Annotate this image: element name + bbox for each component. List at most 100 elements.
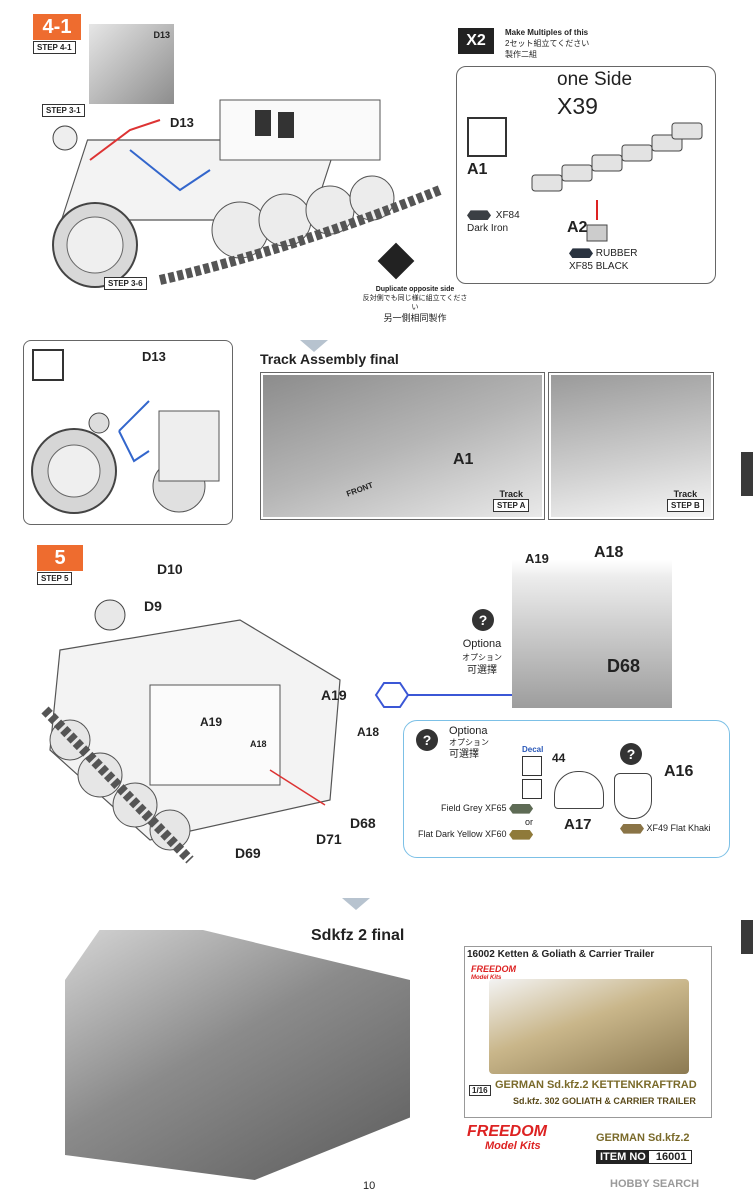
part-label-a18: A18 bbox=[357, 725, 380, 739]
option-hex-connector bbox=[374, 682, 518, 708]
kettenkrad-assembly-drawing bbox=[52, 99, 442, 288]
track-photo-b bbox=[551, 375, 711, 517]
field-grey-label: Field Grey bbox=[441, 803, 483, 813]
part-label-d10: D10 bbox=[157, 561, 183, 577]
track-b-tag: Track STEP B bbox=[667, 489, 704, 512]
footer-item-box: ITEM NO 16001 bbox=[596, 1150, 692, 1164]
part-label-d68: D68 bbox=[350, 815, 376, 831]
page-number: 10 bbox=[363, 1180, 376, 1192]
xf84-code: XF84 bbox=[495, 210, 520, 221]
field-grey-swatch bbox=[509, 803, 534, 814]
rubber-black-paint: RUBBER XF85 BLACK bbox=[569, 247, 637, 273]
ad-brand-name: FREEDOM bbox=[471, 964, 516, 974]
duplicate-line-en: Duplicate opposite side bbox=[375, 286, 455, 293]
part-label-d13-inset: D13 bbox=[142, 349, 166, 364]
product-ad[interactable]: 16002 Ketten & Goliath & Carrier Trailer… bbox=[464, 946, 712, 1118]
ad-line-a2: Sd.kfz.2 bbox=[546, 1079, 589, 1091]
footer-product: GERMAN Sd.kfz.2 bbox=[596, 1132, 690, 1144]
dark-iron-paint: XF84 Dark Iron bbox=[467, 209, 520, 235]
inset-d13-drawing bbox=[31, 400, 220, 514]
field-grey-paint: Field Grey XF65 bbox=[441, 803, 534, 814]
part-label-a18-opt: A18 bbox=[594, 544, 624, 561]
rubber-label: RUBBER bbox=[595, 248, 638, 259]
flat-khaki-paint: XF49 Flat Khaki bbox=[620, 823, 711, 834]
optional-label-top: Optiona オプション 可選擇 bbox=[452, 638, 512, 677]
part-label-a18-b: A18 bbox=[250, 739, 267, 749]
xf85-code: XF85 bbox=[569, 261, 593, 272]
decal-icon bbox=[522, 756, 542, 776]
step-4-1-badge: 4-1 bbox=[33, 14, 81, 40]
side-tab-upper bbox=[741, 452, 753, 496]
optional-detail-photo bbox=[512, 560, 672, 708]
goggles-drawing bbox=[614, 773, 652, 819]
part-label-a19-opt: A19 bbox=[525, 551, 549, 566]
ad-scale: 1/16 bbox=[469, 1085, 491, 1096]
optional-en-top: Optiona bbox=[462, 638, 502, 650]
footer-brand-name: FREEDOM bbox=[467, 1123, 547, 1140]
step-5-sub-label: STEP 5 bbox=[37, 572, 73, 585]
track-b-label: Track bbox=[673, 489, 698, 499]
optional-cn-top: 可選擇 bbox=[467, 665, 497, 676]
ad-line-a1: GERMAN bbox=[495, 1079, 544, 1091]
track-panel-b: Track STEP B bbox=[548, 372, 714, 520]
optional-cn-box: 可選擇 bbox=[449, 749, 479, 760]
paint-icon bbox=[522, 779, 542, 799]
no-glue-icon-inset bbox=[32, 349, 64, 381]
dark-yellow-label: Flat Dark Yellow bbox=[418, 829, 483, 839]
track-panel-a: A1 FRONT Track STEP A bbox=[260, 372, 545, 520]
down-arrow-2 bbox=[342, 898, 370, 910]
track-assembly-title: Track Assembly final bbox=[260, 351, 399, 367]
down-arrow-1 bbox=[300, 340, 328, 352]
multiples-line-jp: 2セット組立てください bbox=[505, 39, 590, 48]
final-title: Sdkfz 2 final bbox=[311, 927, 405, 944]
part-label-d9: D9 bbox=[144, 598, 162, 614]
ad-line-b2: GOLIATH & CARRIER TRAILER bbox=[562, 1096, 696, 1106]
rubber-black-swatch bbox=[569, 248, 593, 259]
decal-label: Decal bbox=[522, 745, 544, 754]
dark-yellow-swatch bbox=[509, 829, 534, 840]
step-5-vehicle-drawing bbox=[41, 599, 341, 864]
ad-line-b1: Sd.kfz. 302 bbox=[513, 1096, 560, 1106]
track-a-label: Track bbox=[499, 489, 523, 499]
multiples-line-en: Make Multiples of this bbox=[505, 28, 589, 37]
track-photo-a bbox=[263, 375, 542, 517]
multiples-note: Make Multiples of this 2セット組立てください 製作二組 bbox=[505, 27, 589, 60]
xf60-code: XF60 bbox=[485, 829, 507, 839]
ad-product-photo bbox=[489, 979, 689, 1074]
dark-iron-swatch bbox=[467, 210, 491, 221]
optional-question-icon-a16: ? bbox=[620, 743, 642, 765]
one-side-title: one Side bbox=[557, 69, 633, 90]
step-5-number: 5 bbox=[54, 547, 66, 569]
or-label: or bbox=[525, 817, 534, 827]
footer-item-label: ITEM NO bbox=[597, 1151, 649, 1163]
x2-badge: X2 bbox=[458, 28, 494, 54]
part-label-a1: A1 bbox=[467, 161, 488, 178]
optional-en-box: Optiona bbox=[449, 725, 488, 737]
part-label-a19-b: A19 bbox=[200, 715, 223, 729]
black-label: BLACK bbox=[595, 261, 629, 272]
one-side-panel: one Side X39 A1 A2 XF84 Dark Iron RUBBER… bbox=[456, 66, 716, 284]
flat-khaki-swatch bbox=[620, 823, 644, 834]
step-4-1-detail-photo: D13 bbox=[89, 24, 174, 104]
final-vehicle-photo bbox=[65, 930, 410, 1180]
part-label-d68-opt: D68 bbox=[607, 656, 641, 676]
part-label-a17: A17 bbox=[564, 816, 592, 833]
part-label-a16: A16 bbox=[664, 763, 694, 780]
optional-label-box: Optiona オプション 可選擇 bbox=[449, 725, 489, 761]
decal-tag: Decal bbox=[522, 745, 543, 754]
part-label-d69: D69 bbox=[235, 845, 261, 861]
ad-line-a3: KETTENKRAFTRAD bbox=[591, 1079, 697, 1091]
ad-title: 16002 Ketten & Goliath & Carrier Trailer bbox=[467, 949, 655, 960]
optional-question-icon: ? bbox=[416, 729, 438, 751]
footer-brand-sub: Model Kits bbox=[485, 1140, 541, 1152]
footer-brand: FREEDOM Model Kits bbox=[467, 1123, 547, 1153]
part-label-a1-track: A1 bbox=[453, 451, 474, 468]
optional-jp-top: オプション bbox=[462, 653, 502, 662]
part-label-a19: A19 bbox=[321, 687, 347, 703]
duplicate-line-jp: 反対側でも同じ様に組立てください bbox=[362, 295, 468, 311]
no-glue-icon bbox=[467, 117, 507, 157]
ad-brand: FREEDOM Model Kits bbox=[471, 965, 516, 983]
step-3-1-ref: STEP 3-1 bbox=[42, 104, 85, 117]
step-5-badge: 5 bbox=[37, 545, 83, 571]
step-3-6-ref: STEP 3-6 bbox=[104, 277, 147, 290]
